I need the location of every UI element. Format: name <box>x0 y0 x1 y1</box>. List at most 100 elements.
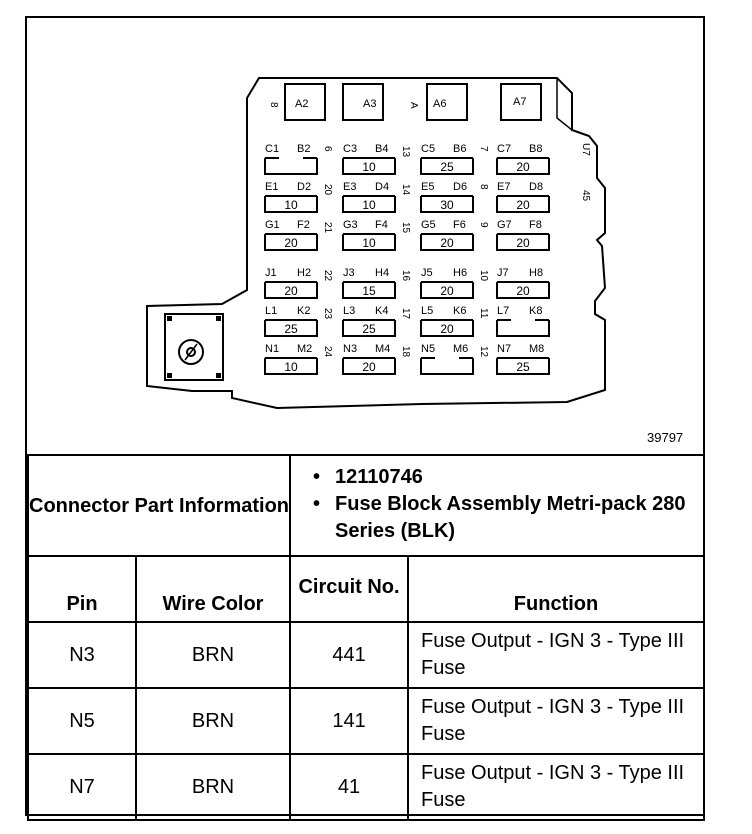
cell-wire-color: BRN <box>134 687 292 755</box>
fuse-terminal-label: N1 <box>265 343 279 355</box>
fuse-terminal-label: M2 <box>297 343 312 355</box>
fuse-slot <box>496 358 550 375</box>
fuse-slot <box>264 320 318 337</box>
fuse-terminal-label: N5 <box>421 343 435 355</box>
connector-cavities: A2 A3 A6 A7 8 A <box>268 83 542 121</box>
cavity-side-marker: 8 <box>268 102 279 108</box>
fuse-terminal-label: L3 <box>343 305 355 317</box>
fuse-cavity-number: 11 <box>478 308 489 319</box>
cavity-a2 <box>284 83 326 121</box>
fuse-terminal-label: B2 <box>297 143 310 155</box>
fuse-terminal-label: H4 <box>375 267 389 279</box>
cavity-label: A2 <box>295 98 308 110</box>
cell-circuit: 141 <box>289 687 410 755</box>
table-row: N3 BRN 441 Fuse Output - IGN 3 - Type II… <box>27 621 706 689</box>
connector-part-details: 12110746 Fuse Block Assembly Metri-pack … <box>289 454 706 557</box>
cavity-side-marker: A <box>408 102 419 109</box>
fuse-cavity-number: 20 <box>322 184 333 196</box>
fuse-terminal-label: F8 <box>529 219 542 231</box>
fuse-terminal-label: L1 <box>265 305 277 317</box>
fuse-terminal-label: J1 <box>265 267 277 279</box>
cavity-label: A6 <box>433 98 446 110</box>
fuse-terminal-label: D4 <box>375 181 389 193</box>
fuse-slot <box>342 320 396 337</box>
fuse-terminal-label: K2 <box>297 305 310 317</box>
fuse-cavity-number: 21 <box>322 222 333 234</box>
fuse-slot <box>496 282 550 299</box>
mounting-bolt-icon <box>178 339 204 365</box>
fuse-terminal-label: H8 <box>529 267 543 279</box>
fuse-rating: 10 <box>362 198 376 212</box>
fuse-slot <box>420 158 474 175</box>
cell-circuit: 441 <box>289 621 410 689</box>
housing-notch <box>556 78 573 131</box>
fuse-slot <box>496 234 550 251</box>
cell-pin: N7 <box>27 753 137 821</box>
fuse-slot <box>496 196 550 213</box>
fuse-terminal-label: D8 <box>529 181 543 193</box>
fuse-terminal-label: C7 <box>497 143 511 155</box>
fuse-slot <box>342 234 396 251</box>
fuse-slot <box>420 282 474 299</box>
fuse-terminal-label: F2 <box>297 219 310 231</box>
cell-pin: N3 <box>27 621 137 689</box>
fuse-cavity-number: 18 <box>400 346 411 358</box>
cavity-a6 <box>426 83 468 121</box>
fuse-terminal-label: E5 <box>421 181 434 193</box>
fuse-rating: 10 <box>284 198 298 212</box>
fuse-terminal-label: E1 <box>265 181 278 193</box>
fuse-terminal-label: J7 <box>497 267 509 279</box>
fuse-cavity-number: 22 <box>322 270 333 282</box>
fuse-rating: 10 <box>362 236 376 250</box>
table-header-row: Pin Wire Color Circuit No. Function <box>27 555 706 623</box>
fuse-rating: 25 <box>284 322 298 336</box>
fuse-slot <box>264 358 318 375</box>
fuse-slot <box>264 158 318 175</box>
cell-pin: N5 <box>27 687 137 755</box>
fuse-terminal-label: J5 <box>421 267 433 279</box>
fuse-terminal-label: J3 <box>343 267 355 279</box>
side-label-45: 45 <box>580 190 591 202</box>
fuse-rating: 20 <box>362 360 376 374</box>
part-description: Fuse Block Assembly Metri-pack 280 Serie… <box>313 491 695 545</box>
fuse-rating: 20 <box>284 236 298 250</box>
connector-part-row: Connector Part Information 12110746 Fuse… <box>26 454 706 557</box>
fuse-terminal-label: K6 <box>453 305 466 317</box>
fuse-rating: 20 <box>516 198 530 212</box>
fuse-terminal-label: G3 <box>343 219 358 231</box>
fuse-terminal-label: G1 <box>265 219 280 231</box>
header-circuit: Circuit No. <box>289 555 410 623</box>
fuse-terminal-label: D6 <box>453 181 467 193</box>
fuse-terminal-label: B4 <box>375 143 388 155</box>
fuse-block-housing <box>146 77 607 410</box>
cell-wire-color: BRN <box>134 621 292 689</box>
fuse-rating: 20 <box>516 236 530 250</box>
cavity-a3 <box>342 83 384 121</box>
fuse-slot <box>420 358 474 375</box>
fuse-terminal-label: N3 <box>343 343 357 355</box>
fuse-terminal-label: F4 <box>375 219 388 231</box>
table-row: N5 BRN 141 Fuse Output - IGN 3 - Type II… <box>27 687 706 755</box>
fuse-terminal-label: C5 <box>421 143 435 155</box>
fuse-rating: 20 <box>516 284 530 298</box>
fuse-cavity-number: 16 <box>400 270 411 282</box>
fuse-cavity-number: 23 <box>322 308 333 320</box>
connector-part-label: Connector Part Information <box>26 454 292 557</box>
fuse-terminal-label: L7 <box>497 305 509 317</box>
table-row: N7 BRN 41 Fuse Output - IGN 3 - Type III… <box>27 753 706 821</box>
side-label-u7: U7 <box>580 143 591 156</box>
fuse-cavity-number: 14 <box>400 184 411 196</box>
header-pin: Pin <box>27 555 137 623</box>
fuse-slot <box>496 320 550 337</box>
cell-circuit: 41 <box>289 753 410 821</box>
fuse-rating: 25 <box>440 160 454 174</box>
fuse-terminal-label: E7 <box>497 181 510 193</box>
fuse-slot <box>496 158 550 175</box>
fuse-slot <box>264 282 318 299</box>
fuse-terminal-label: C1 <box>265 143 279 155</box>
fuse-slot <box>342 282 396 299</box>
fuse-rating: 25 <box>516 360 530 374</box>
fuse-cavity-number: 17 <box>400 308 411 320</box>
fuse-terminal-label: H2 <box>297 267 311 279</box>
fuse-terminal-label: K8 <box>529 305 542 317</box>
